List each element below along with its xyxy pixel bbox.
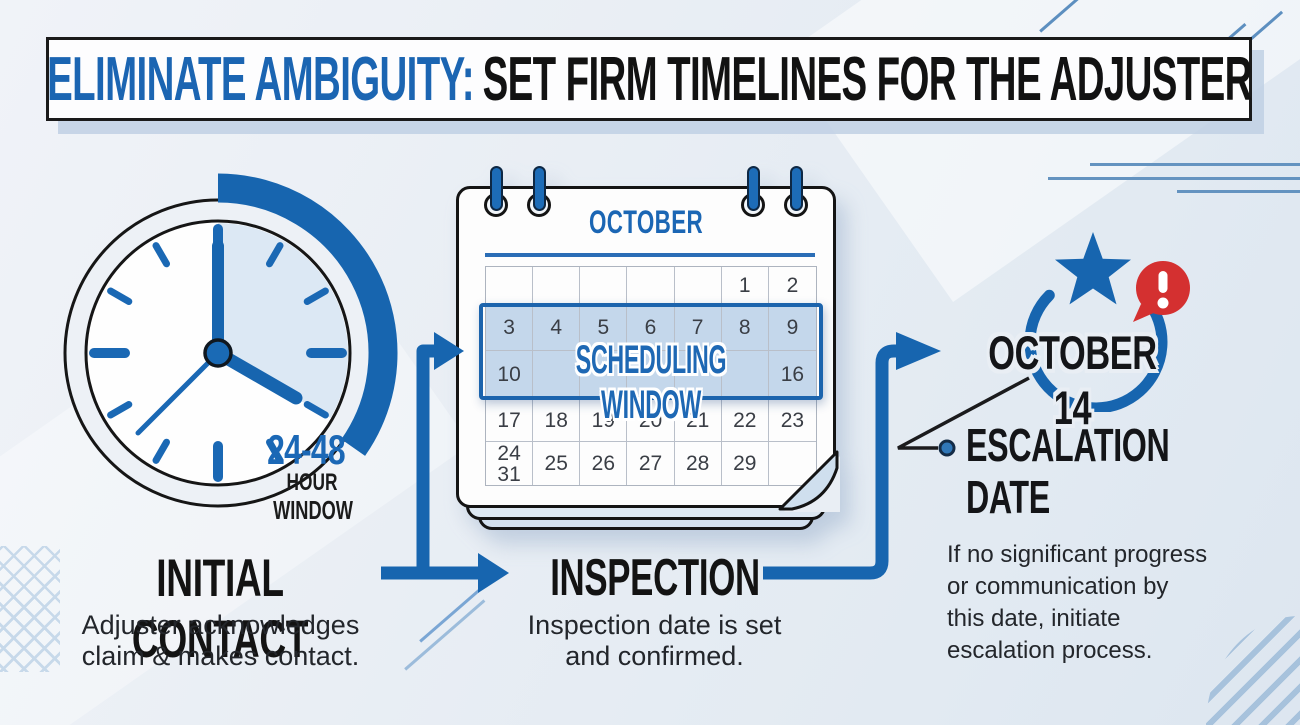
binder-ring-icon (489, 166, 503, 211)
clock-progress-arc (217, 173, 398, 456)
calendar-day: 10 (486, 351, 534, 399)
calendar-day: 4 (533, 304, 581, 351)
alert-badge-icon (1133, 261, 1190, 322)
calendar-day: 28 (675, 442, 722, 485)
escalation-date-label: OCTOBER 14 (988, 326, 1157, 434)
calendar-day (674, 351, 722, 399)
clock-ticks (89, 224, 347, 482)
calendar-day: 2 (768, 267, 816, 304)
calendar-day: 26 (580, 442, 628, 485)
calendar-day (580, 351, 628, 399)
circle-ring-icon (1024, 289, 1168, 412)
deco-line (1177, 190, 1300, 193)
page-title-highlight: ELIMINATE AMBIGUITY: (46, 44, 474, 114)
calendar-month-title: OCTOBER (588, 204, 704, 240)
calendar-day: 8 (721, 304, 769, 351)
deco-line (1090, 163, 1300, 166)
clock-figure: 24-48 HOUR WINDOW (30, 162, 410, 552)
escalation-title-line2: DATE (966, 471, 1050, 523)
calendar-day: 29 (722, 442, 769, 485)
deco-diagonal-line (419, 587, 482, 643)
initial-contact-title: INITIAL CONTACT (131, 549, 309, 669)
binder-ring-icon (746, 166, 760, 211)
clock-icon (63, 173, 398, 508)
deco-diagonal-line (404, 599, 486, 671)
calendar-day: 24 31 (486, 442, 534, 485)
deco-line (1048, 177, 1300, 180)
clock-center-dot (203, 338, 233, 368)
calendar-day (580, 267, 628, 304)
clock-unit-label: HOUR (286, 469, 338, 496)
calendar-day: 27 (627, 442, 675, 485)
clock-second-hand (135, 350, 221, 436)
inspection-description: Inspection date is set and confirmed. (527, 610, 782, 671)
clock-unit-label: WINDOW (273, 495, 353, 525)
escalation-emblem (1024, 232, 1190, 412)
escalation-title: ESCALATION DATE (966, 419, 1170, 523)
calendar-day: 19 (580, 399, 628, 442)
calendar-day: 18 (533, 399, 581, 442)
leader-dot (938, 439, 956, 457)
calendar-day (533, 351, 581, 399)
page-title: ELIMINATE AMBIGUITY:SET FIRM TIMELINES F… (47, 44, 1252, 115)
calendar-day: 20 (627, 399, 675, 442)
deco-crosshatch (0, 546, 60, 672)
calendar-day: 17 (486, 399, 534, 442)
binder-ring-icon (789, 166, 803, 211)
calendar-day (533, 267, 581, 304)
calendar-day (674, 267, 722, 304)
calendar-day: 5 (580, 304, 628, 351)
calendar-day (627, 267, 675, 304)
initial-contact-description: Adjuster acknowledges claim & makes cont… (81, 610, 360, 671)
clock-hour-hand (211, 346, 303, 405)
arrowhead-icon (896, 332, 941, 370)
page-title-rest: SET FIRM TIMELINES FOR THE ADJUSTER (482, 44, 1252, 114)
binder-ring-icon (532, 166, 546, 211)
calendar: OCTOBER 1 2 3 4 5 6 7 8 9 10 16 17 18 (456, 166, 840, 530)
arrowhead-icon (478, 553, 509, 593)
star-icon (1055, 232, 1131, 305)
page-curl-icon (778, 450, 840, 512)
escalation-description: If no significant progress or communicat… (947, 541, 1208, 664)
calendar-day (721, 351, 769, 399)
title-banner: ELIMINATE AMBIGUITY:SET FIRM TIMELINES F… (46, 37, 1252, 121)
calendar-day: 21 (674, 399, 722, 442)
scheduling-window-label: SCHEDULING WINDOW (575, 338, 727, 427)
clock-range-label: 24-48 (267, 426, 346, 473)
inspection-title: INSPECTION (550, 549, 760, 607)
escalation-title-line1: ESCALATION (966, 419, 1170, 471)
calendar-day (486, 267, 534, 304)
calendar-day: 6 (627, 304, 675, 351)
calendar-day: 1 (721, 267, 769, 304)
calendar-day: 25 (533, 442, 581, 485)
calendar-day: 23 (768, 399, 816, 442)
calendar-day: 7 (674, 304, 722, 351)
calendar-title-rule (485, 253, 815, 257)
calendar-day: 3 (486, 304, 534, 351)
